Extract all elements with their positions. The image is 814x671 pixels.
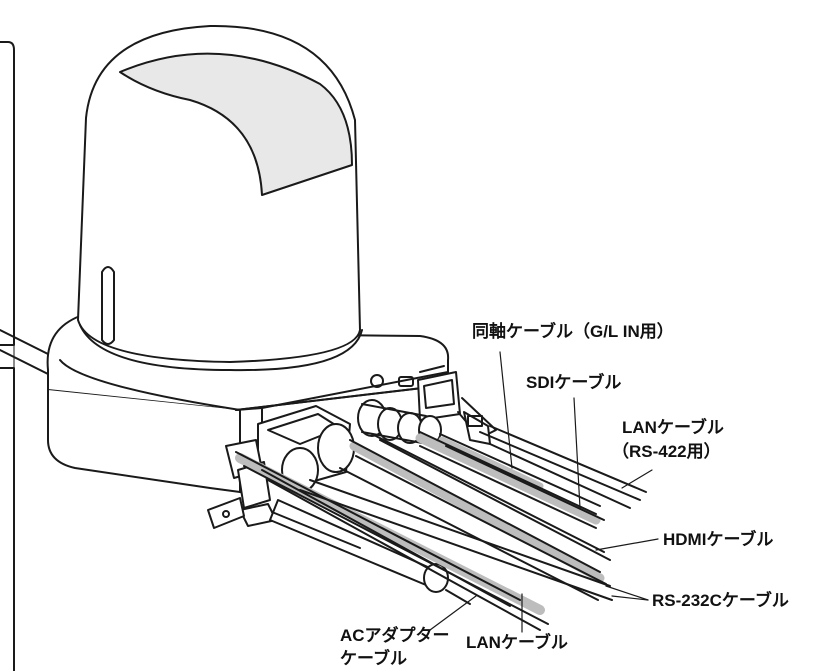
- label-lan-rs422-cable: LANケーブル: [622, 417, 724, 437]
- label-coax-cable: 同軸ケーブル（G/L IN用）: [472, 321, 674, 341]
- label-hdmi-cable: HDMIケーブル: [663, 529, 773, 549]
- label-ac-adapter-cable-2: ケーブル: [340, 648, 407, 668]
- hdmi-connector: [257, 405, 355, 493]
- leader-lines: [429, 351, 659, 633]
- bracket-tab: [207, 497, 245, 529]
- label-sdi-cable: SDIケーブル: [526, 372, 621, 392]
- label-rs232c-cable: RS-232Cケーブル: [652, 590, 789, 610]
- ac-adapter-plug: [269, 499, 449, 593]
- rear-panel: [235, 365, 449, 411]
- cables: [235, 425, 647, 631]
- lan-rs422-connector: [417, 371, 497, 445]
- label-lan-cable: LANケーブル: [466, 632, 568, 652]
- camera-dome: [77, 24, 363, 372]
- label-lan-rs422-note: （RS-422用）: [612, 441, 721, 461]
- bnc-connectors: [357, 399, 442, 445]
- label-ac-adapter-cable: ACアダプター: [340, 625, 450, 645]
